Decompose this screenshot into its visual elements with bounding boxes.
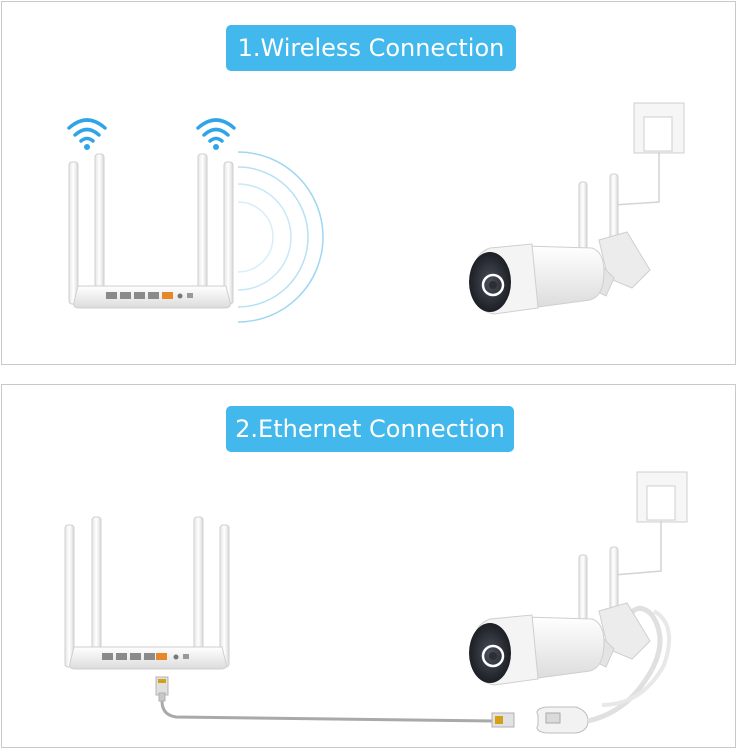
wall-outlet-icon bbox=[613, 102, 685, 242]
wireless-diagram bbox=[67, 102, 685, 323]
router-icon bbox=[68, 153, 234, 309]
wall-outlet-icon bbox=[613, 471, 688, 611]
rj45-connector-icon bbox=[491, 605, 672, 734]
wireless-title: 1.Wireless Connection bbox=[226, 25, 516, 71]
wifi-icon bbox=[67, 118, 107, 150]
router-icon bbox=[64, 516, 230, 670]
camera-icon bbox=[469, 173, 651, 315]
ethernet-title: 2.Ethernet Connection bbox=[226, 406, 514, 452]
camera-icon bbox=[469, 546, 651, 686]
wireless-section: 1.Wireless Connection bbox=[1, 1, 736, 365]
ethernet-diagram bbox=[64, 471, 688, 734]
signal-waves-icon bbox=[237, 151, 324, 323]
ethernet-cable-icon bbox=[155, 676, 495, 723]
ethernet-section: 2.Ethernet Connection bbox=[1, 384, 736, 748]
wifi-icon bbox=[196, 118, 236, 150]
